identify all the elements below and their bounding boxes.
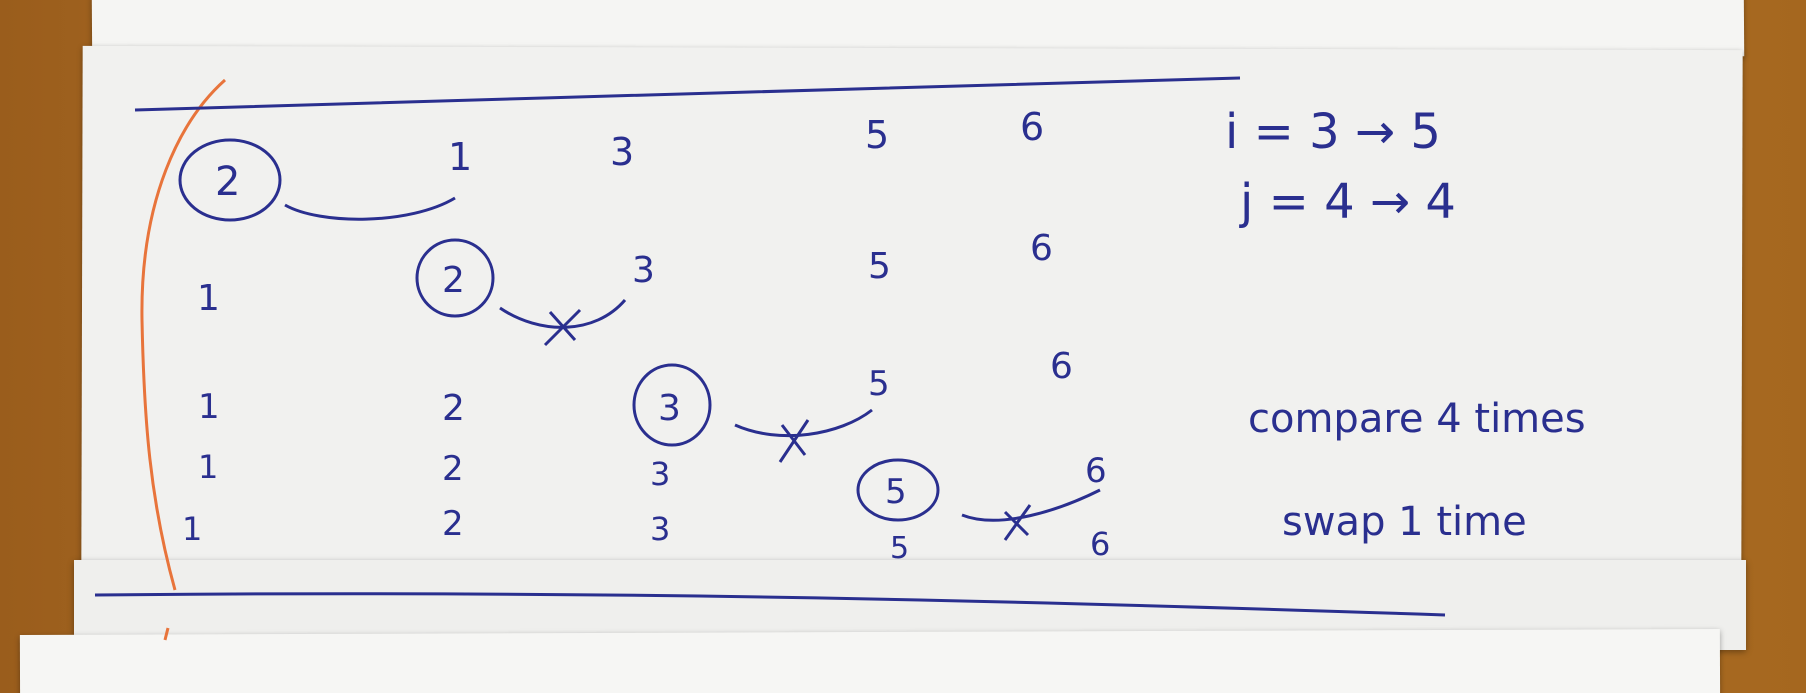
row-2-value-1: 1 bbox=[197, 278, 220, 319]
row-3-value-4: 5 bbox=[868, 364, 890, 404]
row-3-value-2: 2 bbox=[442, 388, 465, 429]
row-5-value-3: 3 bbox=[650, 510, 670, 548]
row-2-value-2: 2 bbox=[442, 260, 465, 301]
cross-mark bbox=[1003, 504, 1032, 541]
compare-arc bbox=[499, 299, 627, 329]
note-j-line: j = 4 → 4 bbox=[1239, 174, 1456, 230]
bottom-rule-line bbox=[94, 592, 1446, 617]
circle-mark bbox=[856, 458, 940, 522]
row-5-value-2: 2 bbox=[442, 504, 464, 544]
circle-mark bbox=[632, 363, 712, 447]
row-1-value-1: 2 bbox=[215, 159, 240, 205]
compare-arc bbox=[961, 488, 1101, 522]
notes: i = 3 → 5 j = 4 → 4 compare 4 times swap… bbox=[1225, 104, 1586, 545]
row-2-value-4: 5 bbox=[868, 246, 891, 287]
note-compare: compare 4 times bbox=[1248, 396, 1586, 442]
top-rule-line bbox=[134, 76, 1241, 112]
row-5-value-1: 1 bbox=[182, 510, 202, 548]
compare-arc bbox=[734, 408, 873, 438]
cross-mark bbox=[778, 419, 810, 463]
row-4-value-5: 6 bbox=[1085, 451, 1107, 491]
note-i-line: i = 3 → 5 bbox=[1225, 104, 1441, 160]
note-swap: swap 1 time bbox=[1282, 499, 1527, 545]
row-3-value-3: 3 bbox=[658, 388, 681, 429]
row-3-value-1: 1 bbox=[198, 387, 220, 427]
margin-line-tick bbox=[163, 627, 170, 641]
row-1-value-3: 3 bbox=[610, 130, 634, 174]
row-5-value-5: 6 bbox=[1090, 525, 1110, 563]
row-2: 1 2 3 5 6 bbox=[197, 228, 1053, 347]
circle-mark bbox=[178, 138, 282, 222]
row-1: 2 1 3 5 6 bbox=[178, 105, 1044, 222]
row-3: 1 2 3 5 6 bbox=[198, 346, 1073, 463]
row-5-value-4: 5 bbox=[890, 531, 909, 566]
row-4-value-1: 1 bbox=[198, 448, 218, 486]
row-3-value-5: 6 bbox=[1050, 346, 1073, 387]
row-2-value-3: 3 bbox=[632, 250, 655, 291]
row-5: 1 2 3 5 6 bbox=[182, 504, 1110, 566]
row-1-value-4: 5 bbox=[865, 113, 889, 157]
row-1-value-2: 1 bbox=[448, 135, 472, 179]
row-4-value-2: 2 bbox=[442, 449, 464, 489]
margin-line bbox=[140, 78, 226, 591]
cross-mark bbox=[543, 308, 582, 347]
row-4: 1 2 3 5 6 bbox=[198, 448, 1107, 541]
row-4-value-4: 5 bbox=[885, 472, 907, 512]
compare-arc bbox=[284, 196, 456, 221]
circle-mark bbox=[415, 238, 495, 318]
row-4-value-3: 3 bbox=[650, 455, 670, 493]
row-1-value-5: 6 bbox=[1020, 105, 1044, 149]
row-2-value-5: 6 bbox=[1030, 228, 1053, 269]
